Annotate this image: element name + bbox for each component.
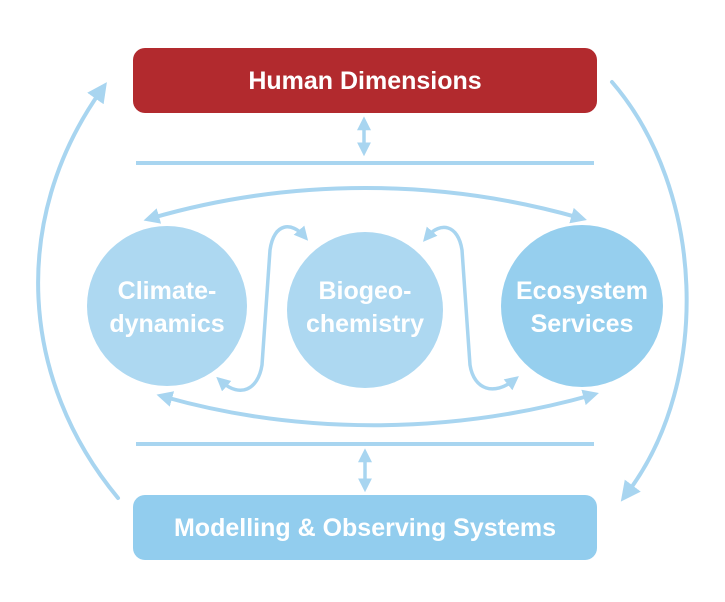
climate-label-line2: dynamics	[109, 310, 224, 338]
ecosystem-label-line1: Ecosystem	[516, 277, 648, 305]
cycle-arrow-right	[610, 80, 689, 502]
node-biogeochemistry: Biogeo- chemistry	[287, 232, 443, 388]
human-dimensions-box: Human Dimensions	[133, 48, 597, 113]
biogeo-label-line2: chemistry	[306, 310, 424, 338]
climate-label-line1: Climate-	[118, 277, 217, 305]
node-ecosystem-services: Ecosystem Services	[501, 225, 663, 387]
arc-climate-ecosystem-top	[143, 186, 587, 224]
biogeo-label-line1: Biogeo-	[318, 277, 411, 305]
modelling-observing-label: Modelling & Observing Systems	[174, 514, 556, 542]
ecosystem-label-line2: Services	[531, 310, 634, 338]
modelling-observing-box: Modelling & Observing Systems	[133, 495, 597, 560]
arc-climate-ecosystem-bottom	[156, 389, 599, 428]
cycle-arrow-left	[36, 82, 120, 500]
human-dimensions-label: Human Dimensions	[248, 67, 481, 95]
s-arrow-biogeo-ecosystem	[422, 225, 519, 391]
node-climate-dynamics: Climate- dynamics	[87, 226, 247, 386]
